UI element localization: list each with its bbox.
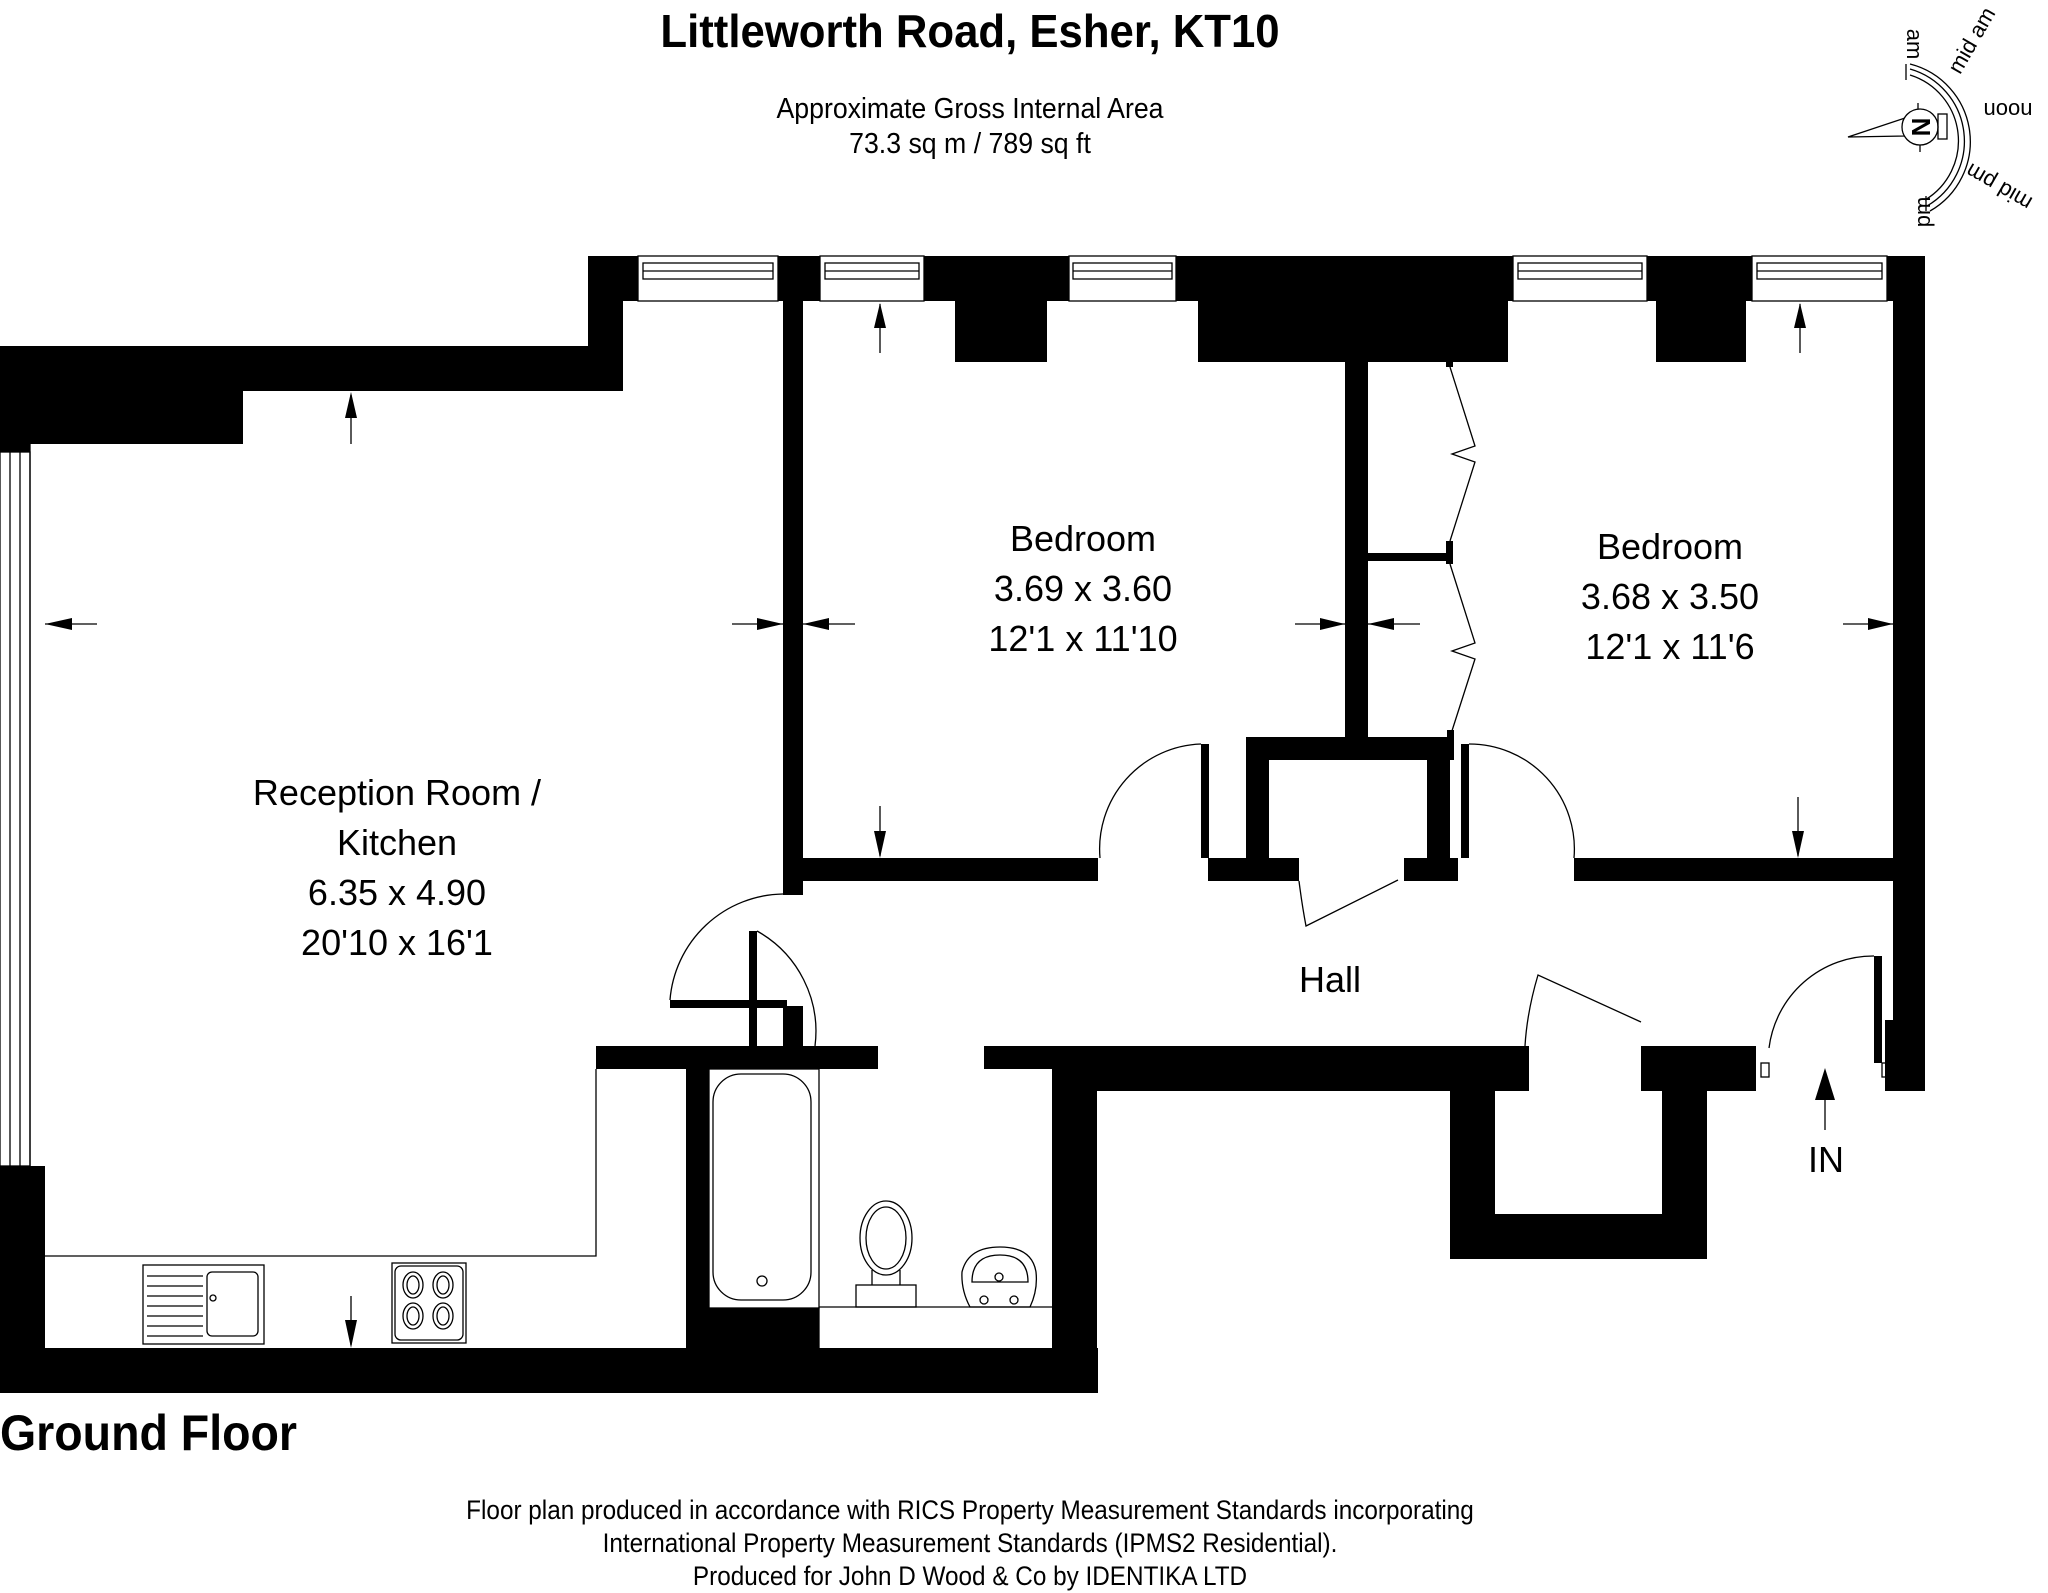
- wall-bedrooms-divider: [1345, 362, 1368, 740]
- wardrobe-door: [1449, 563, 1476, 738]
- wall-top-left-thick: [0, 391, 243, 444]
- room-name: Bedroom: [1010, 518, 1156, 559]
- floor-label: Ground Floor: [0, 1405, 298, 1461]
- footer-line: International Property Measurement Stand…: [602, 1528, 1338, 1558]
- door-swings: [669, 366, 1891, 1078]
- wall-stub-thin: [670, 1000, 787, 1008]
- fixtures: [45, 1068, 1052, 1348]
- wall-kitchen-top: [596, 1046, 878, 1069]
- room-name: Reception Room /: [253, 772, 541, 813]
- wardrobe-divider: [1366, 553, 1451, 561]
- footer-line: Produced for John D Wood & Co by IDENTIK…: [692, 1561, 1248, 1591]
- door-swing: [1098, 743, 1202, 859]
- chimney-breast: [1198, 301, 1508, 362]
- dimension-markers: [45, 303, 1893, 1348]
- room-name: Kitchen: [337, 822, 457, 863]
- wall-top-seg: [778, 256, 820, 301]
- windows: [0, 255, 1888, 1167]
- wall-hall-bottom: [984, 1046, 1529, 1069]
- wall-bedroom1-left: [783, 301, 803, 887]
- hob-icon: [391, 1262, 467, 1344]
- room-imperial: 12'1 x 11'6: [1585, 626, 1754, 667]
- compass-rose-icon: N am mid am noon mid pm pm: [1847, 3, 2036, 228]
- wall-bath-left: [686, 1069, 709, 1349]
- door-leaf: [1461, 744, 1469, 858]
- basin-icon: [961, 1246, 1038, 1308]
- window-left: [0, 451, 31, 1167]
- area-label: Approximate Gross Internal Area: [776, 93, 1164, 125]
- door-swing: [1524, 974, 1642, 1047]
- sink-icon: [142, 1264, 265, 1345]
- door-leaf: [1874, 956, 1882, 1063]
- door-leaf: [749, 931, 757, 1046]
- wall-bath-right: [1052, 1069, 1097, 1393]
- compass-north: N: [1906, 118, 1936, 137]
- closet-left: [1246, 760, 1269, 859]
- wall-top-left: [0, 346, 610, 391]
- room-name-hall: Hall: [1299, 959, 1361, 1000]
- wall-bedroom1-bottom: [783, 858, 1098, 881]
- bath-icon: [708, 1068, 820, 1309]
- entrance-arrow-icon: [1815, 1068, 1835, 1100]
- room-metric: 3.68 x 3.50: [1581, 576, 1759, 617]
- chimney-breast: [955, 301, 1047, 362]
- room-imperial: 20'10 x 16'1: [301, 922, 493, 963]
- compass-label: noon: [1984, 98, 2033, 123]
- room-name: Bedroom: [1597, 526, 1743, 567]
- worktop: [45, 1069, 597, 1257]
- cupboard-wall-bottom: [1450, 1214, 1707, 1259]
- wall-left-cap: [0, 444, 30, 452]
- entrance-label: IN: [1808, 1139, 1844, 1180]
- door-swing: [1468, 743, 1576, 859]
- door-swing: [1298, 879, 1399, 927]
- chimney-breast: [1656, 301, 1746, 362]
- wall-top-seg: [924, 256, 1069, 301]
- wardrobe-door: [1449, 366, 1476, 542]
- toilet-icon: [855, 1200, 917, 1308]
- compass-label: mid am: [1943, 3, 2001, 78]
- wall-top-seg: [1647, 256, 1752, 301]
- door-leaf: [1201, 744, 1209, 858]
- compass-label: am: [1902, 29, 1927, 60]
- closet-right: [1427, 760, 1450, 859]
- closet-top: [1246, 737, 1449, 760]
- wall-top-seg: [588, 256, 638, 301]
- compass-label: mid pm: [1961, 158, 2036, 216]
- closet-base-right: [1404, 858, 1458, 881]
- room-labels: Reception Room / Kitchen 6.35 x 4.90 20'…: [253, 518, 1844, 1180]
- room-metric: 6.35 x 4.90: [308, 872, 486, 913]
- walls: [0, 256, 1925, 1393]
- door-swing: [669, 893, 784, 1001]
- compass-label: pm: [1910, 197, 1935, 228]
- footer-notes: Floor plan produced in accordance with R…: [97, 1494, 1843, 1593]
- wall-bedroom2-bottom: [1574, 858, 1894, 881]
- area-value: 73.3 sq m / 789 sq ft: [849, 128, 1091, 160]
- wall-right-foot: [1885, 1020, 1925, 1091]
- wall-top-seg: [1176, 256, 1513, 301]
- closet-base-left: [1208, 858, 1299, 881]
- plan-title: Littleworth Road, Esher, KT10: [660, 5, 1280, 57]
- room-metric: 3.69 x 3.60: [994, 568, 1172, 609]
- footer-line: Floor plan produced in accordance with R…: [466, 1495, 1474, 1525]
- area-caption: Approximate Gross Internal Area 73.3 sq …: [78, 92, 1863, 162]
- wall-right: [1893, 256, 1925, 1091]
- wall-stub: [783, 1006, 803, 1046]
- wall-bottom: [0, 1348, 1098, 1393]
- room-imperial: 12'1 x 11'10: [988, 618, 1177, 659]
- wall-hall-bottom-2: [1054, 1069, 1529, 1091]
- door-swing: [1768, 955, 1875, 1049]
- wall-bath-base: [686, 1308, 819, 1348]
- door-swing: [756, 930, 817, 1047]
